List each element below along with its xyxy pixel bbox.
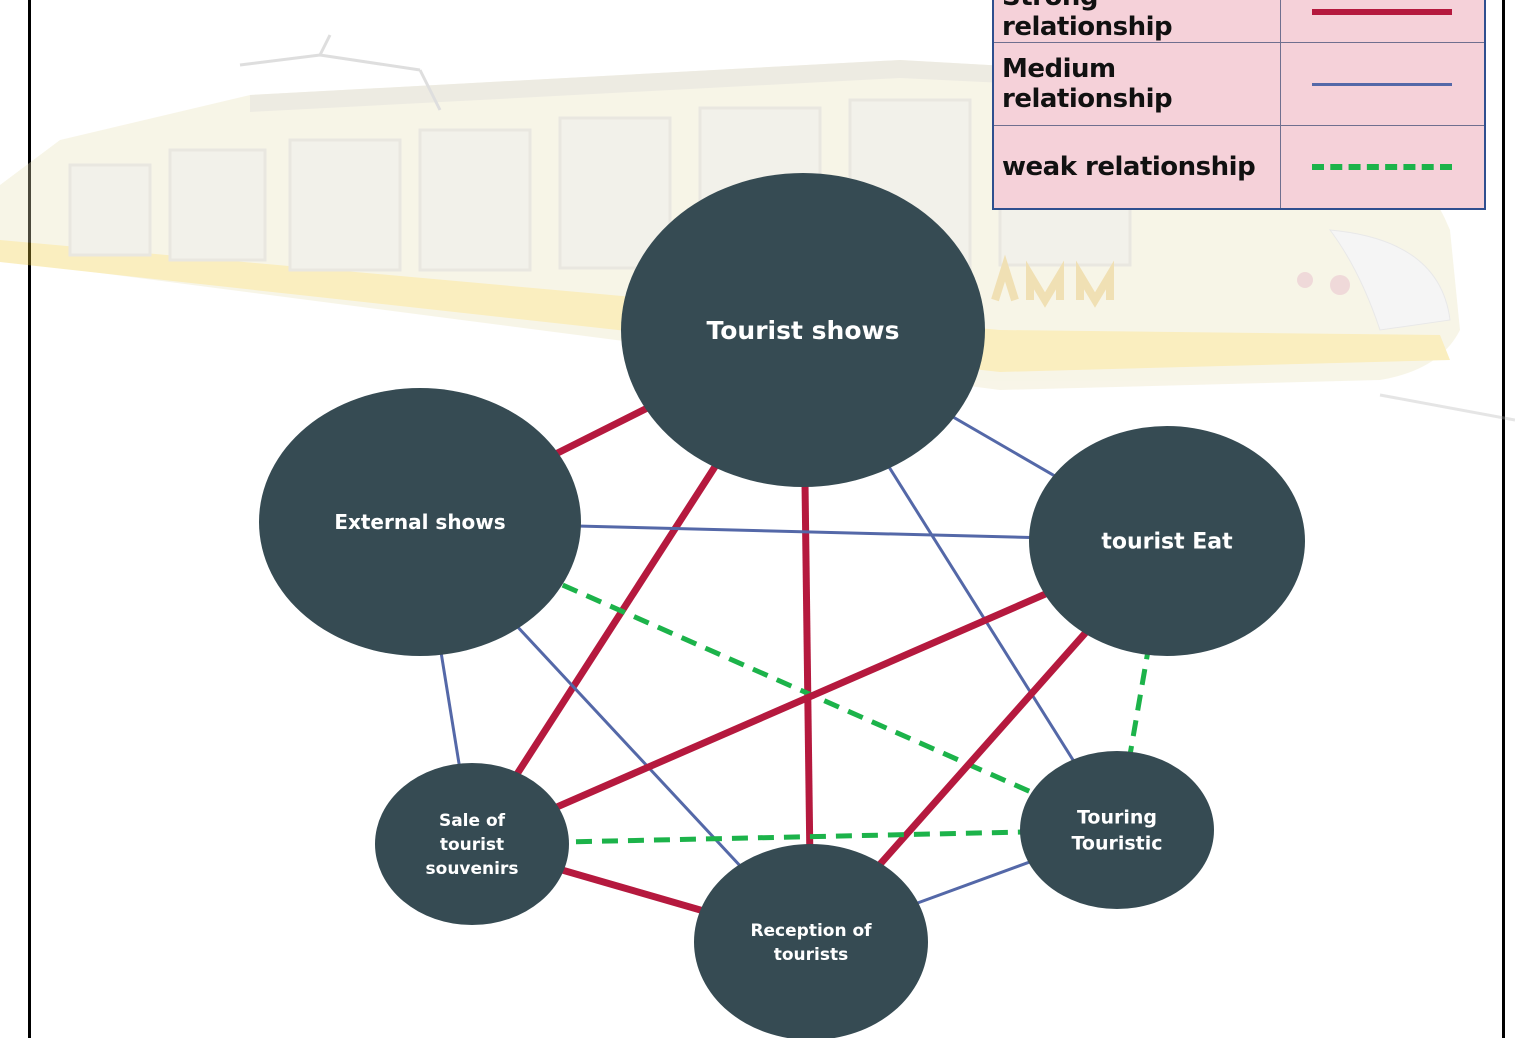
legend-sample-medium (1279, 42, 1486, 126)
node-label-sale-souvenirs: tourist (440, 835, 504, 855)
node-ellipse-external-shows (259, 388, 581, 656)
node-sale-souvenirs: Sale of tourist souvenirs (375, 763, 569, 925)
node-tourist-shows: Tourist shows (621, 173, 985, 487)
frame-left-border (28, 0, 31, 1038)
legend-label-strong: Strong relationship (992, 0, 1281, 43)
node-ellipse-touring (1020, 751, 1214, 909)
node-label-reception: Reception of (750, 921, 872, 941)
edge-weak-sale-souvenirs-touring (471, 827, 1118, 847)
node-label-sale-souvenirs: Sale of (439, 811, 506, 831)
legend-row-medium: Medium relationship (992, 42, 1486, 126)
legend-label-weak: weak relationship (992, 125, 1281, 210)
node-label-touring: Touristic (1071, 833, 1162, 855)
node-ellipse-sale-souvenirs (375, 763, 569, 925)
legend-sample-strong (1279, 0, 1486, 43)
legend-sample-weak (1279, 125, 1486, 210)
node-external-shows: External shows (259, 388, 581, 656)
frame-right-border (1502, 0, 1505, 1038)
node-ellipse-tourist-shows (621, 173, 985, 487)
legend-label-medium: Medium relationship (992, 42, 1281, 126)
legend-row-weak: weak relationship (992, 125, 1486, 210)
node-label-tourist-eat: tourist Eat (1101, 530, 1233, 555)
edge-weak-external-shows-touring (418, 519, 1119, 833)
node-reception: Reception of tourists (694, 844, 928, 1038)
node-label-reception: tourists (774, 945, 848, 965)
relationship-legend: Strong relationship Medium relationship … (992, 0, 1486, 210)
node-ellipse-tourist-eat (1029, 426, 1305, 656)
node-label-touring: Touring (1077, 807, 1157, 829)
node-label-tourist-shows: Tourist shows (707, 316, 900, 345)
legend-row-strong: Strong relationship (992, 0, 1486, 43)
node-tourist-eat: tourist Eat (1029, 426, 1305, 656)
node-label-external-shows: External shows (334, 510, 505, 534)
node-label-sale-souvenirs: souvenirs (426, 859, 519, 879)
node-ellipse-reception (694, 844, 928, 1038)
